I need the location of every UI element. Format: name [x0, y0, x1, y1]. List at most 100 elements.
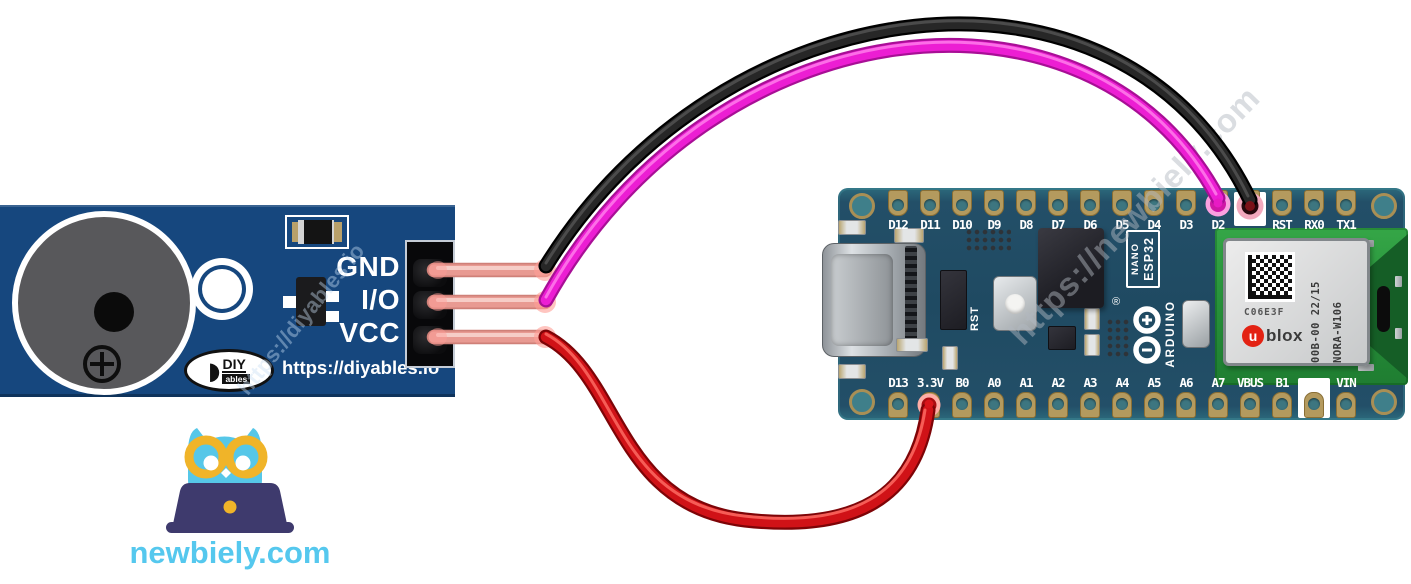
pin-label: A3	[1083, 375, 1097, 390]
pin-pad-d3	[1176, 190, 1196, 216]
pin-cell	[978, 190, 1010, 216]
mounting-hole	[202, 269, 242, 309]
pin-cell	[1234, 190, 1266, 216]
header-pin-gnd	[413, 259, 447, 287]
owl	[184, 428, 268, 500]
pin-cell	[1202, 190, 1234, 216]
pin-cell	[914, 190, 946, 216]
pin-hole	[1308, 398, 1320, 410]
reset-button-cap	[1005, 294, 1025, 314]
pin-cell	[1010, 190, 1042, 216]
top-pin-row	[882, 190, 1362, 216]
pin-hole	[956, 398, 968, 410]
pin-hole	[1052, 199, 1064, 211]
pin-cell	[1106, 392, 1138, 418]
pin-pad-a1	[1016, 392, 1036, 418]
pin-pad-a0	[984, 392, 1004, 418]
pin-label: TX1	[1336, 217, 1357, 232]
pin-hole	[1212, 199, 1224, 211]
pin-cell	[1298, 392, 1330, 418]
transistor	[283, 277, 339, 326]
pin-cell	[1170, 392, 1202, 418]
smd-led	[838, 364, 866, 379]
pin-label: A0	[987, 375, 1001, 390]
usb-solder-pins	[905, 246, 917, 352]
pin-hole	[1148, 398, 1160, 410]
pin-pad-b0	[952, 392, 972, 418]
pin-hole	[1180, 398, 1192, 410]
pin-hole	[988, 199, 1000, 211]
buzzer-sound-hole	[94, 292, 134, 332]
newbiely-mascot: newbiely.com	[130, 428, 331, 570]
pin-hole	[1084, 199, 1096, 211]
pin-label: VIN	[1336, 375, 1357, 390]
reset-button	[993, 276, 1037, 331]
pin-cell	[1266, 392, 1298, 418]
pin-cell	[1234, 392, 1266, 418]
pin-hole	[1340, 199, 1352, 211]
corner-hole	[849, 389, 875, 415]
smd-capacitor	[1084, 308, 1100, 330]
module-serial: C06E3F	[1244, 307, 1285, 318]
pin-label: RX0	[1304, 217, 1325, 232]
smd-capacitor	[1084, 334, 1100, 356]
antenna-pad	[1358, 364, 1374, 371]
owl-beak	[221, 468, 231, 478]
pin-pad-d10	[952, 190, 972, 216]
corner-hole	[1371, 193, 1397, 219]
usb-c-shell	[831, 254, 893, 346]
pin-label: D11	[920, 217, 941, 232]
pin-pad-d12	[888, 190, 908, 216]
pin-label: D9	[987, 217, 1001, 232]
pin-label: D5	[1115, 217, 1129, 232]
pin-pad-d7	[1048, 190, 1068, 216]
transistor-pad	[283, 296, 296, 308]
buzzer-module-board: GND I/O VCC ◗ DIY ables https://diyables…	[0, 205, 455, 397]
pin-hole	[1116, 199, 1128, 211]
pin-pad-gnd	[1240, 190, 1260, 216]
pin-label: A2	[1051, 375, 1065, 390]
resistor-cap-left	[298, 220, 306, 244]
pin-hole	[1276, 398, 1288, 410]
pin-cell	[1106, 190, 1138, 216]
ublox-logo-circle: u	[1242, 325, 1264, 347]
radio-module-carrier: C06E3F u blox 00B-00 22/15 NORA-W106	[1215, 228, 1408, 385]
pin-pad-a6	[1176, 392, 1196, 418]
pin-pad-rx0	[1304, 190, 1324, 216]
ublox-logo-text: blox	[1266, 326, 1303, 345]
header-pin-vcc	[413, 326, 447, 354]
laptop-logo-dot	[223, 500, 237, 514]
diyables-logo-text: DIY	[222, 356, 246, 373]
pin-cell	[1298, 190, 1330, 216]
pin-hole	[1116, 398, 1128, 410]
buzzer-pin-labels: GND I/O VCC	[250, 250, 400, 349]
nano-badge-line1: NANO	[1130, 243, 1141, 275]
arduino-infinity-logo	[1133, 306, 1161, 364]
pin-pad-a2	[1048, 392, 1068, 418]
pin-cell	[1138, 392, 1170, 418]
pin-pad-a5	[1144, 392, 1164, 418]
newbiely-site-text: newbiely.com	[130, 535, 331, 570]
pin-pad-33v	[920, 392, 940, 418]
owl-eye	[235, 455, 251, 471]
pin-hole	[1052, 398, 1064, 410]
smd-led	[838, 220, 866, 235]
pin-pad-d11	[920, 190, 940, 216]
pin-pad-d5	[1112, 190, 1132, 216]
pin-pad-rst	[1272, 190, 1292, 216]
pin-hole	[892, 199, 904, 211]
pin-pad-a4	[1112, 392, 1132, 418]
pin-label: D13	[888, 375, 909, 390]
pin-cell	[1330, 392, 1362, 418]
pin-cell	[1138, 190, 1170, 216]
corner-hole	[1371, 389, 1397, 415]
pin-cell	[882, 392, 914, 418]
pin-pad-b1	[1272, 392, 1292, 418]
arduino-silkscreen: ARDUINO	[1165, 300, 1177, 368]
pin-cell	[1042, 190, 1074, 216]
header-pin-io	[413, 291, 447, 319]
nano-esp32-badge: NANO ESP32	[1126, 230, 1160, 288]
